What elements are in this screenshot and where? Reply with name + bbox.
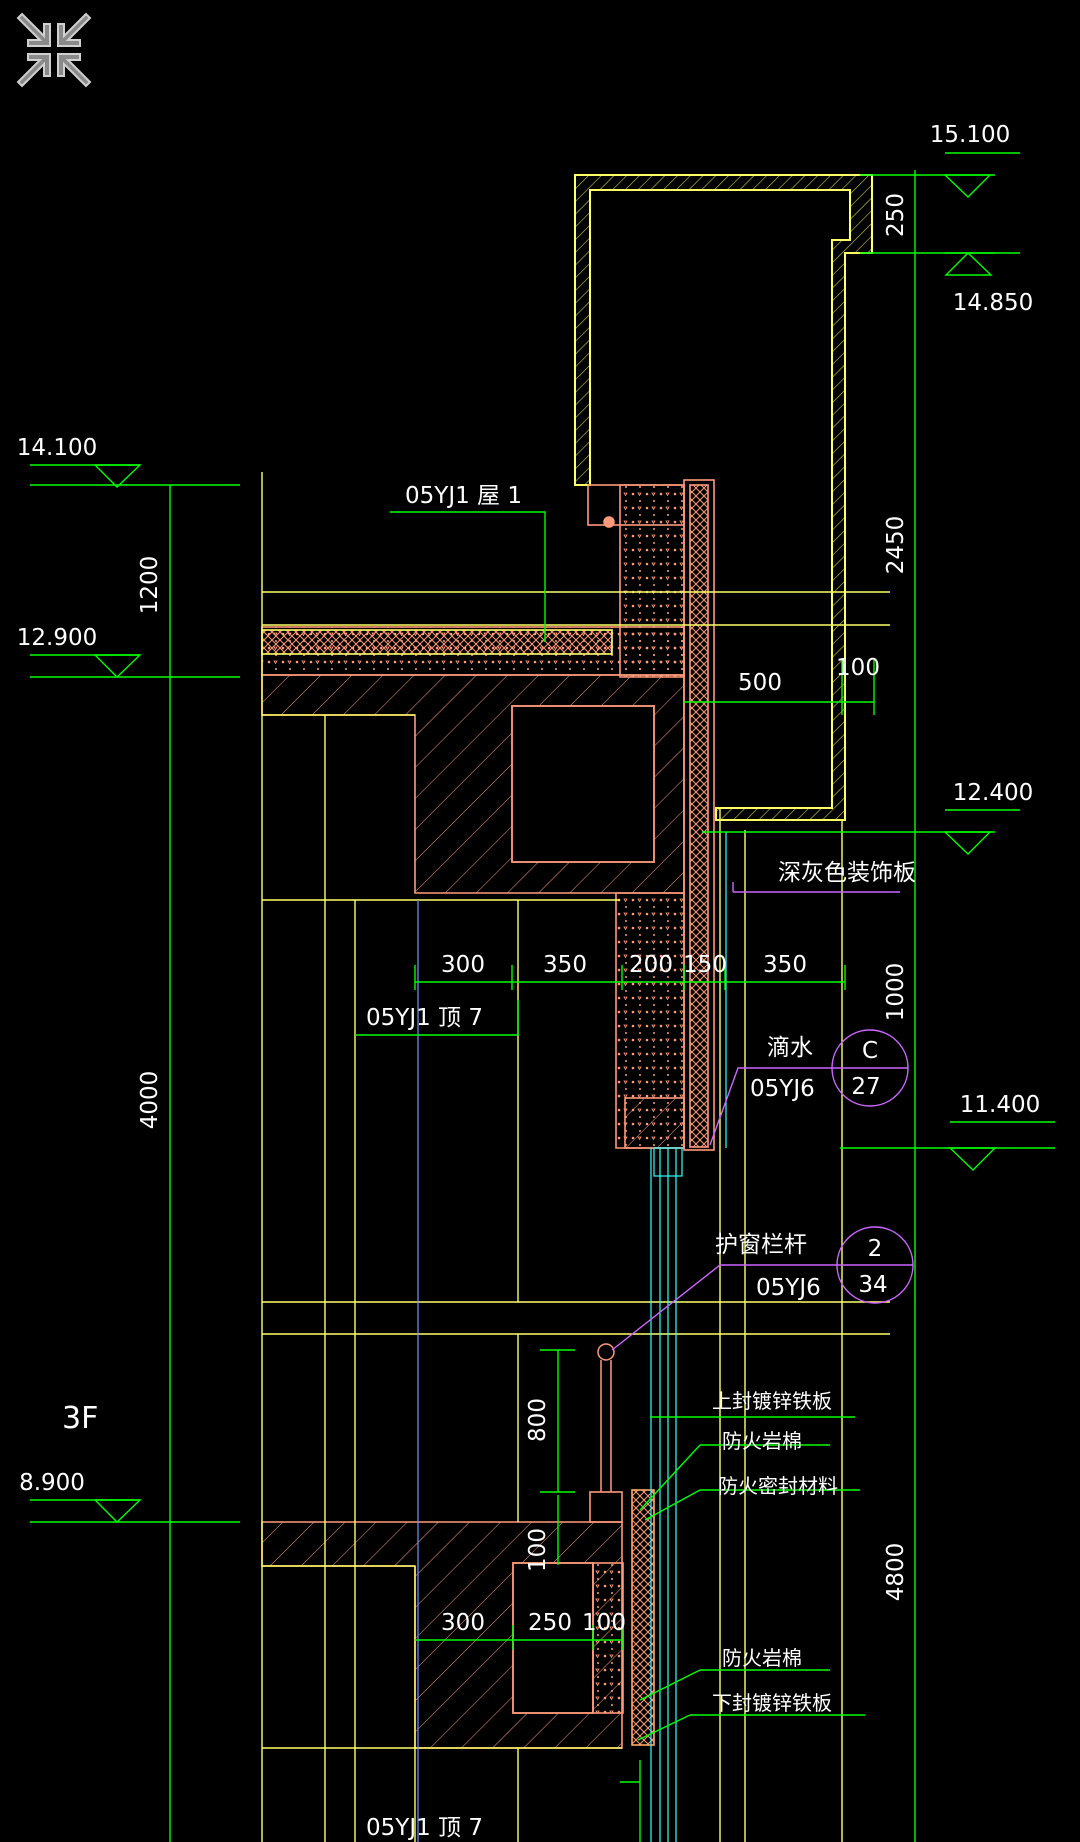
dim-800: 800 (525, 1398, 551, 1442)
label-drip: 滴水 (767, 1035, 813, 1061)
dim-4800: 4800 (883, 1543, 909, 1602)
dim-250: 250 (883, 193, 909, 237)
elev-8900: 8.900 (19, 1470, 85, 1496)
collapse-arrows-icon[interactable] (14, 10, 94, 90)
window-rail (597, 516, 615, 1492)
dimension-lines (30, 152, 1055, 1842)
dim-350a: 350 (543, 952, 587, 978)
dim-250b: 250 (528, 1610, 572, 1636)
label-fire-seal: 防火密封材料 (718, 1474, 838, 1498)
dim-100c: 100 (582, 1610, 626, 1636)
dim-200: 200 (629, 952, 673, 978)
roof-slab (261, 479, 715, 1151)
label-roof: 05YJ1 屋 1 (405, 483, 522, 509)
label-drip-ref: 05YJ6 (750, 1076, 815, 1102)
label-rail-ref: 05YJ6 (756, 1275, 821, 1301)
dim-150: 150 (683, 952, 727, 978)
callout-2-bottom: 34 (858, 1272, 887, 1298)
dim-1200: 1200 (137, 556, 163, 615)
label-ceiling-1: 05YJ1 顶 7 (366, 1005, 483, 1031)
callout-1-bottom: 27 (851, 1074, 880, 1100)
dim-2450: 2450 (883, 516, 909, 575)
dim-1000: 1000 (883, 963, 909, 1022)
label-upper-plate: 上封镀锌铁板 (712, 1389, 832, 1413)
label-rail: 护窗栏杆 (715, 1232, 807, 1258)
detail-callouts (611, 882, 914, 1351)
elev-12400: 12.400 (953, 780, 1033, 806)
elev-11400: 11.400 (960, 1092, 1040, 1118)
dim-4000: 4000 (137, 1071, 163, 1130)
label-floor: 3F (62, 1401, 98, 1436)
elev-14850: 14.850 (953, 290, 1033, 316)
callout-1-top: C (862, 1038, 878, 1064)
wall-lines (261, 472, 890, 1842)
dim-300b: 300 (441, 1610, 485, 1636)
dim-300a: 300 (441, 952, 485, 978)
dim-100a: 100 (836, 655, 880, 681)
elev-14100: 14.100 (17, 435, 97, 461)
label-fire-wool-1: 防火岩棉 (722, 1429, 802, 1453)
elev-15100: 15.100 (930, 122, 1010, 148)
dim-100b: 100 (525, 1528, 551, 1572)
label-dark-panel: 深灰色装饰板 (778, 860, 916, 886)
label-lower-plate: 下封镀锌铁板 (712, 1691, 832, 1715)
dim-350b: 350 (763, 952, 807, 978)
dim-500: 500 (738, 670, 782, 696)
elev-12900: 12.900 (17, 625, 97, 651)
label-fire-wool-2: 防火岩棉 (722, 1646, 802, 1670)
callout-2-top: 2 (868, 1236, 883, 1262)
label-ceiling-2: 05YJ1 顶 7 (366, 1815, 483, 1841)
